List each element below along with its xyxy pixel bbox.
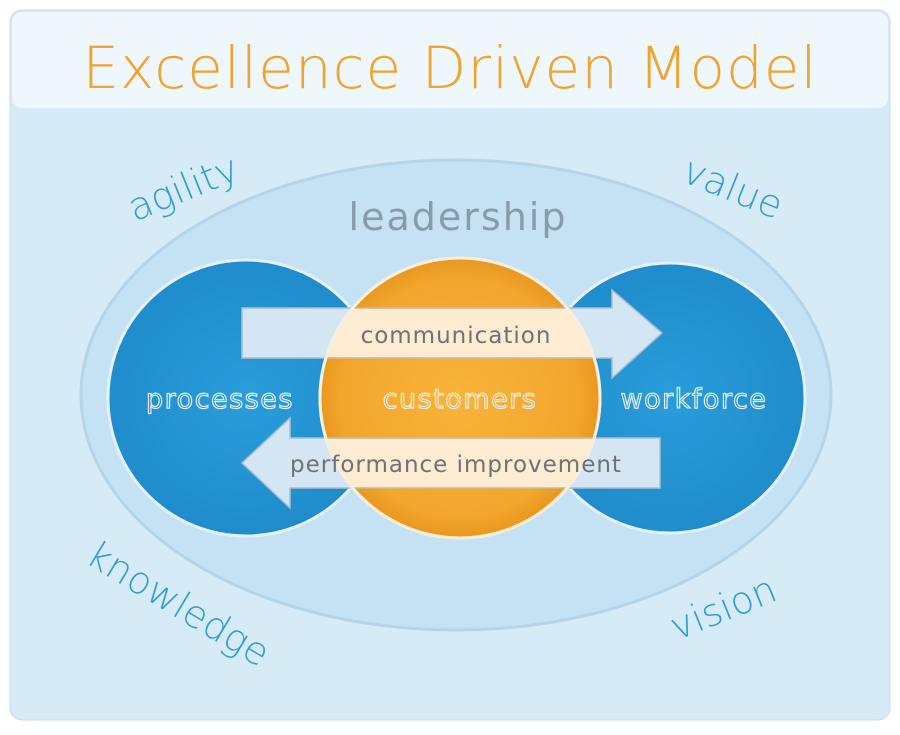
processes-label: processes	[146, 384, 294, 415]
diagram-title: Excellence Driven Model	[82, 34, 817, 102]
communication-label: communication	[361, 323, 552, 349]
performance-improvement-label: performance improvement	[290, 452, 622, 478]
leadership-label: leadership	[349, 195, 568, 239]
title-band	[12, 12, 888, 108]
customers-label: customers	[383, 384, 538, 415]
workforce-label: workforce	[621, 384, 768, 415]
